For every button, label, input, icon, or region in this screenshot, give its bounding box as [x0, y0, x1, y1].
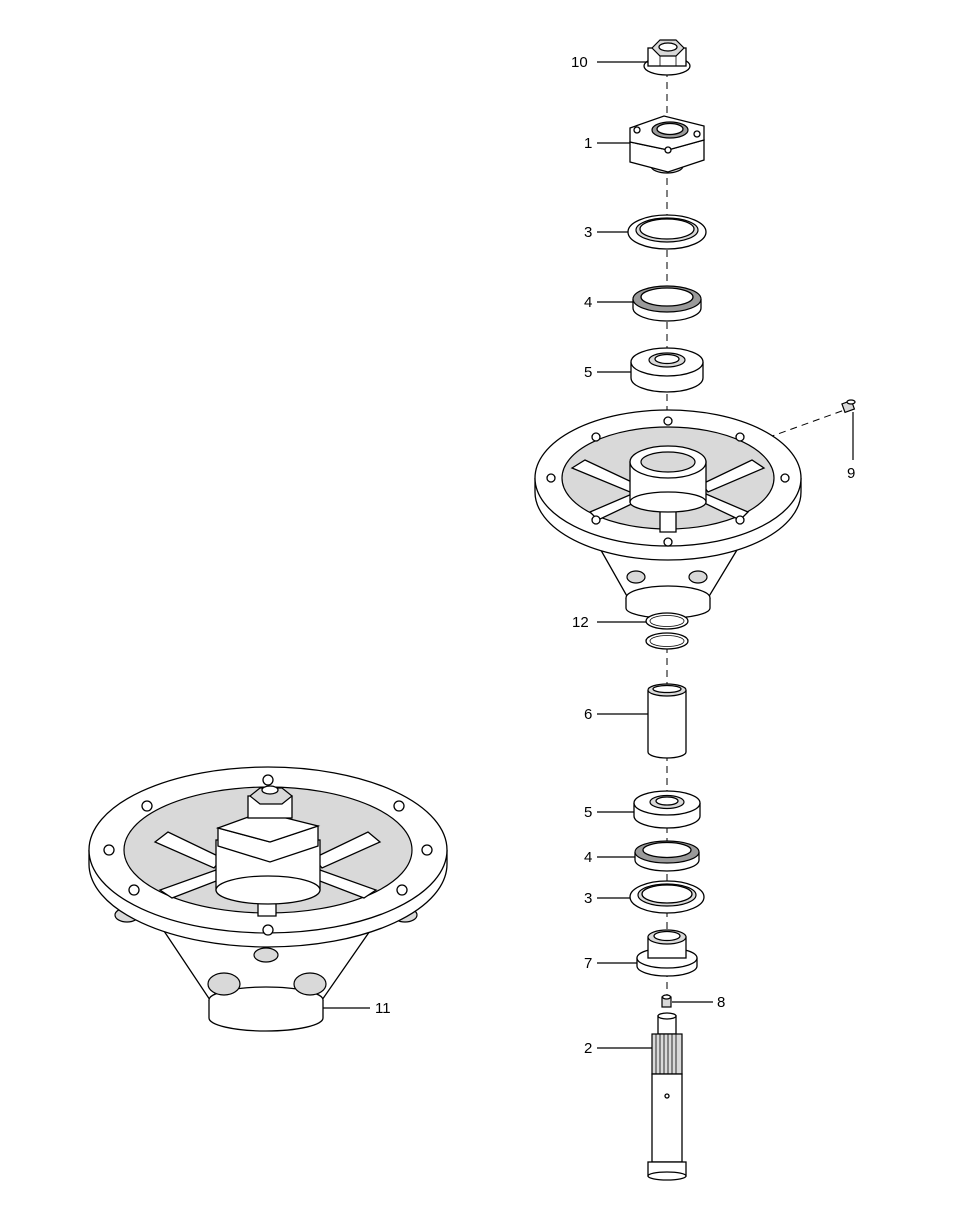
callout-6: 6: [584, 706, 592, 723]
part-7-bottom-cap: [636, 929, 698, 977]
spindle-housing-exploded: [534, 409, 802, 619]
part-5-upper-bearing: [630, 347, 704, 393]
part-9-grease-fitting: [841, 399, 856, 414]
callout-3-upper: 3: [584, 224, 592, 241]
callout-8: 8: [717, 994, 725, 1011]
part-6-spacer-tube: [647, 683, 687, 759]
callout-5-upper: 5: [584, 364, 592, 381]
part-11-spindle-assembly: [88, 766, 448, 1032]
part-10-flange-nut: [643, 39, 691, 76]
part-4-upper-seal: [632, 285, 702, 322]
callout-1: 1: [584, 135, 592, 152]
leader-lines: [323, 61, 854, 1049]
callout-3-lower: 3: [584, 890, 592, 907]
callout-9: 9: [847, 465, 855, 482]
part-5-lower-bearing: [633, 790, 701, 829]
callout-5-lower: 5: [584, 804, 592, 821]
callout-4-lower: 4: [584, 849, 592, 866]
callout-10: 10: [571, 54, 588, 71]
part-4-lower-seal: [634, 840, 700, 872]
callout-labels: 10 1 3 4 5 9 12 6 5 4 3 7 8 2 11: [375, 54, 855, 1057]
callout-11: 11: [375, 1000, 391, 1017]
part-12-o-rings: [645, 612, 689, 650]
callout-4-upper: 4: [584, 294, 592, 311]
part-3-upper-shield-washer: [627, 214, 707, 250]
part-2-spindle-shaft: [647, 1012, 687, 1181]
part-8-grease-fitting: [661, 994, 672, 1008]
callout-7: 7: [584, 955, 592, 972]
part-1-splined-hub: [629, 115, 705, 174]
callout-12: 12: [572, 614, 589, 631]
callout-2: 2: [584, 1040, 592, 1057]
part-3-lower-shield-washer: [629, 880, 705, 914]
